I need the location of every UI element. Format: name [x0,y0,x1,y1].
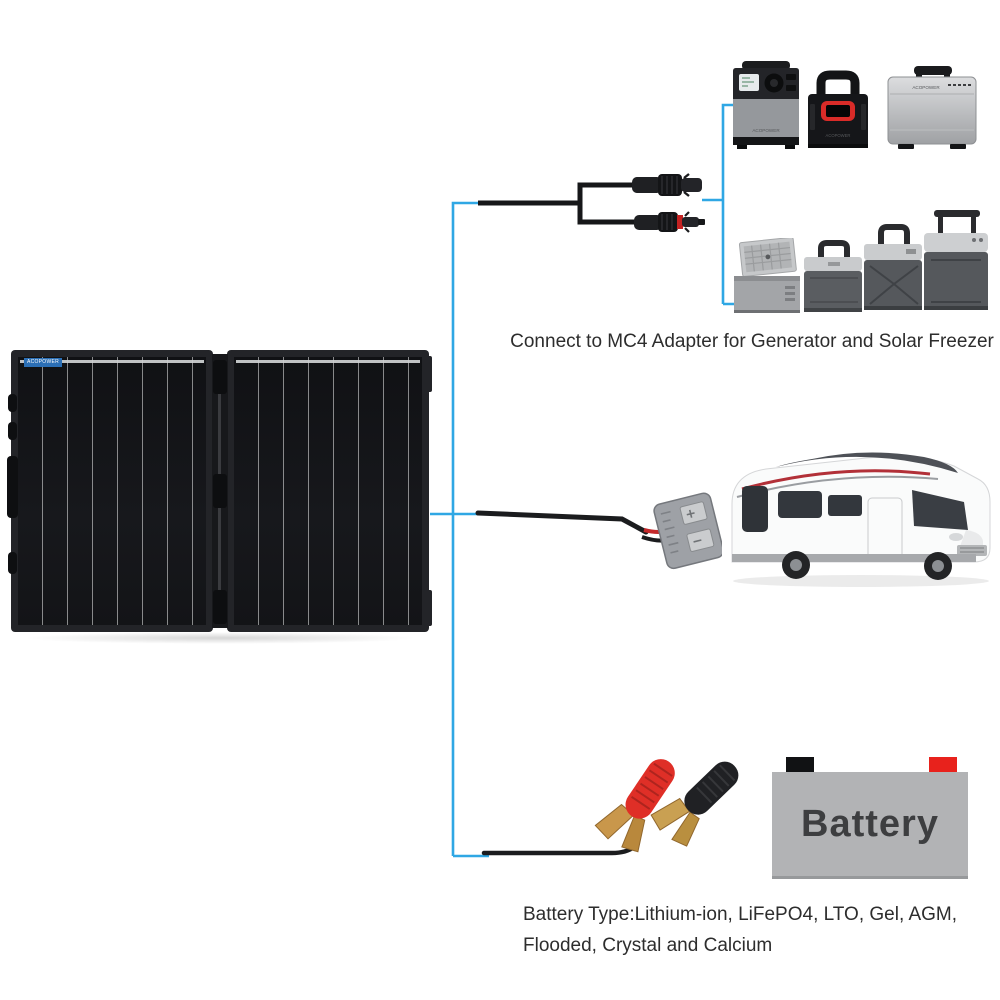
lid [924,233,988,252]
rv-motorhome [731,452,991,587]
outlet [786,85,796,91]
panel-hinge [212,354,228,628]
brand-text: ACOPOWER [752,128,780,133]
anderson-connector-cable [475,492,722,570]
handle [816,70,860,101]
handle [625,759,675,819]
handle [818,240,850,258]
base [808,144,868,148]
corner-bracket [423,356,432,392]
brand-text: ACOPOWER [912,85,940,90]
handle [914,66,952,75]
windshield [912,490,968,530]
headlight [949,533,963,541]
solar-cells-right [234,357,422,625]
carry-handle [7,456,18,518]
cable [475,510,649,535]
battery-caption-line1: Battery Type:Lithium-ion, LiFePO4, LTO, … [523,904,958,925]
hinge-knuckle [213,360,227,394]
red-clamp [594,759,675,853]
portable-power-station-silver-case: ACOPOWER [887,66,977,149]
side-latch [8,422,17,440]
side-latch [8,552,17,574]
roof-swoosh [776,452,958,473]
side-latch [8,394,17,412]
anderson-plug [653,492,722,570]
body [924,252,988,310]
mc4-female-connector [632,173,702,197]
battery-label: Battery [801,802,939,845]
solar-freezer-small [804,240,862,312]
portable-power-station-red-display: ACOPOWER [808,70,868,148]
alligator-clamp-cable [481,759,739,856]
mc4-male-connector [634,211,705,233]
base [733,137,799,145]
display [826,105,850,117]
mc4-y-adapter-cable [478,173,705,233]
solar-freezer-large [924,210,988,310]
positive-terminal [929,757,957,772]
rear-window [742,486,768,532]
side-window [778,491,822,518]
battery-caption: Battery Type:Lithium-ion, LiFePO4, LTO, … [523,899,983,961]
telescoping-handle [934,210,980,217]
skirt [732,554,976,562]
body [804,271,862,312]
outlet [786,74,796,80]
panel-shadow [22,632,418,644]
foldable-solar-panel: ACOPOWER [7,344,432,644]
brand-text: ACOPOWER [826,133,851,138]
red-stripe [741,469,931,491]
negative-terminal [786,757,814,772]
corner-bracket [423,590,432,626]
hinge-knuckle [213,590,227,624]
battery-block: Battery [772,757,968,879]
battery-caption-line2: Flooded, Crystal and Calcium [523,935,773,956]
acopower-logo: ACOPOWER [24,358,62,367]
busbar-strip [236,360,420,363]
mc4-caption: Connect to MC4 Adapter for Generator and… [510,331,994,352]
solar-freezer-medium [864,224,922,310]
hood [959,530,983,549]
side-window [828,495,862,516]
solar-panel-left-half: ACOPOWER [11,350,213,632]
red-band [677,215,683,229]
handle [684,761,739,815]
wire-generator-freezer-bracket [702,103,735,306]
cable [481,844,637,856]
freezer-body [734,276,800,313]
black-clamp [650,761,739,847]
solar-cells-left: ACOPOWER [18,357,206,625]
handle [742,61,790,70]
handle [878,224,910,246]
ground-shadow [733,575,989,587]
adapter-cable [478,182,638,225]
portable-power-station-lcd: ACOPOWER [733,61,799,149]
chest-freezer-open-lid [734,238,800,313]
jaw [671,811,700,847]
open-lid [738,238,797,277]
busbar-strip [20,360,204,363]
lid [864,244,922,260]
wire-main-spine [451,201,480,856]
hinge-knuckle [213,474,227,508]
battery-body: Battery [772,772,968,879]
solar-panel-right-half [227,350,429,632]
